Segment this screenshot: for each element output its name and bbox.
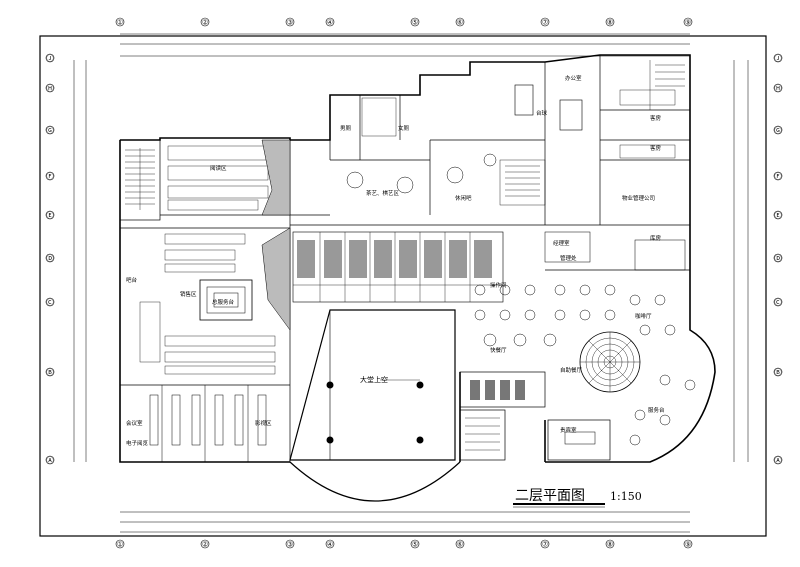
room-label-storage: 库房: [650, 234, 662, 242]
lower-center: [459, 371, 611, 461]
grid-label: ④: [327, 541, 333, 549]
grid-label: Ⓕ: [775, 173, 782, 181]
center-dining: [290, 224, 545, 303]
room-label-tea: 茶艺、棋艺区: [366, 189, 400, 197]
grid-label: Ⓑ: [775, 369, 782, 377]
drawing-title: 二层平面图: [515, 488, 585, 504]
cafe-tables: [474, 284, 696, 446]
grid-label: ⑨: [685, 19, 691, 27]
room-label-bar: 吧台: [126, 276, 138, 284]
room-label-wc-men: 男厕: [340, 125, 352, 132]
grid-label: ④: [327, 19, 333, 27]
grid-label: ①: [117, 541, 123, 549]
grid-label: Ⓓ: [775, 255, 782, 263]
room-label-manager: 经理室: [553, 239, 570, 247]
grid-label: ②: [202, 541, 208, 549]
grid-label: Ⓔ: [775, 212, 782, 220]
grid-label: ⑥: [457, 19, 463, 27]
drawing-title-block: 二层平面图 1:150: [513, 488, 642, 508]
grid-axis-bottom: ① ② ③ ④ ⑤ ⑥ ⑦ ⑧ ⑨: [115, 539, 693, 549]
grid-label: Ⓖ: [775, 127, 782, 135]
spiral-stair: [579, 331, 641, 393]
grid-label: ⑤: [412, 19, 418, 27]
room-label-meeting: 会议室: [126, 419, 143, 427]
room-label-room-b: 客房: [650, 144, 662, 152]
room-label-wc-women: 女厕: [398, 124, 410, 132]
room-label-sales: 销售区: [180, 290, 197, 298]
grid-label: Ⓓ: [47, 255, 54, 263]
grid-label: Ⓙ: [47, 55, 54, 63]
grid-axis-top: ① ② ③ ④ ⑤ ⑥ ⑦ ⑧ ⑨: [115, 17, 693, 27]
grid-label: ⑨: [685, 541, 691, 549]
grid-label: Ⓒ: [47, 299, 54, 307]
grid-label: Ⓙ: [775, 55, 782, 63]
grid-label: Ⓒ: [775, 299, 782, 307]
grid-label: Ⓔ: [47, 212, 54, 220]
room-label-room-a: 客房: [650, 114, 662, 122]
grid-label: Ⓗ: [47, 85, 54, 93]
grid-label: ⑤: [412, 541, 418, 549]
grid-axis-sides: Ⓙ Ⓗ Ⓖ Ⓕ Ⓔ Ⓓ Ⓒ Ⓑ Ⓐ Ⓙ Ⓗ Ⓖ Ⓕ Ⓔ Ⓓ Ⓒ Ⓑ Ⓐ: [45, 53, 783, 465]
grid-label: Ⓗ: [775, 85, 782, 93]
room-label-billiards: 台球: [536, 109, 548, 117]
room-label-vip: 贵宾室: [560, 426, 577, 434]
room-label-kitchen: 操作间: [490, 281, 507, 289]
upper-center: [329, 62, 583, 225]
grid-label: ③: [287, 19, 293, 27]
grid-label: ③: [287, 541, 293, 549]
room-label-elec-reading: 电子阅览: [126, 439, 149, 447]
grid-label: ①: [117, 19, 123, 27]
grid-label: Ⓐ: [47, 457, 54, 465]
grid-label: ②: [202, 19, 208, 27]
right-wing: [544, 55, 690, 271]
grid-label: Ⓕ: [47, 173, 54, 181]
left-wing: [119, 139, 330, 462]
hatch-area: [261, 139, 291, 331]
grid-label: ⑦: [542, 541, 548, 549]
room-label-mgmt: 管理处: [560, 254, 577, 262]
grid-label: Ⓖ: [47, 127, 54, 135]
grid-label: ⑥: [457, 541, 463, 549]
grid-label: ⑦: [542, 19, 548, 27]
room-label-dining: 快餐厅: [490, 346, 507, 354]
room-labels: 大堂上空 阅读区 销售区 总服务台 吧台 会议室 电子阅览 影视区 男厕 女厕 …: [126, 74, 665, 447]
atrium: [289, 309, 461, 502]
room-label-exhibit: 总服务台: [212, 298, 235, 306]
grid-label: ⑧: [607, 541, 613, 549]
grid-label: ⑧: [607, 19, 613, 27]
room-label-company: 物业管理公司: [622, 194, 655, 202]
room-label-service: 服务台: [648, 406, 665, 414]
room-label-cafe: 咖啡厅: [635, 312, 652, 320]
room-label-office: 办公室: [565, 74, 582, 82]
drawing-scale: 1:150: [610, 490, 642, 503]
drawing-frame: [39, 35, 767, 537]
room-label-atrium: 大堂上空: [360, 375, 388, 384]
grid-label: Ⓐ: [775, 457, 782, 465]
grid-label: Ⓑ: [47, 369, 54, 377]
building-outline: [119, 54, 716, 463]
room-label-lounge: 休闲吧: [455, 194, 472, 202]
room-label-reading: 阅读区: [210, 164, 227, 172]
top-dimension-lines: [73, 33, 749, 533]
room-label-video: 影视区: [255, 419, 272, 427]
room-label-coffee-bar: 自助餐厅: [560, 366, 583, 374]
